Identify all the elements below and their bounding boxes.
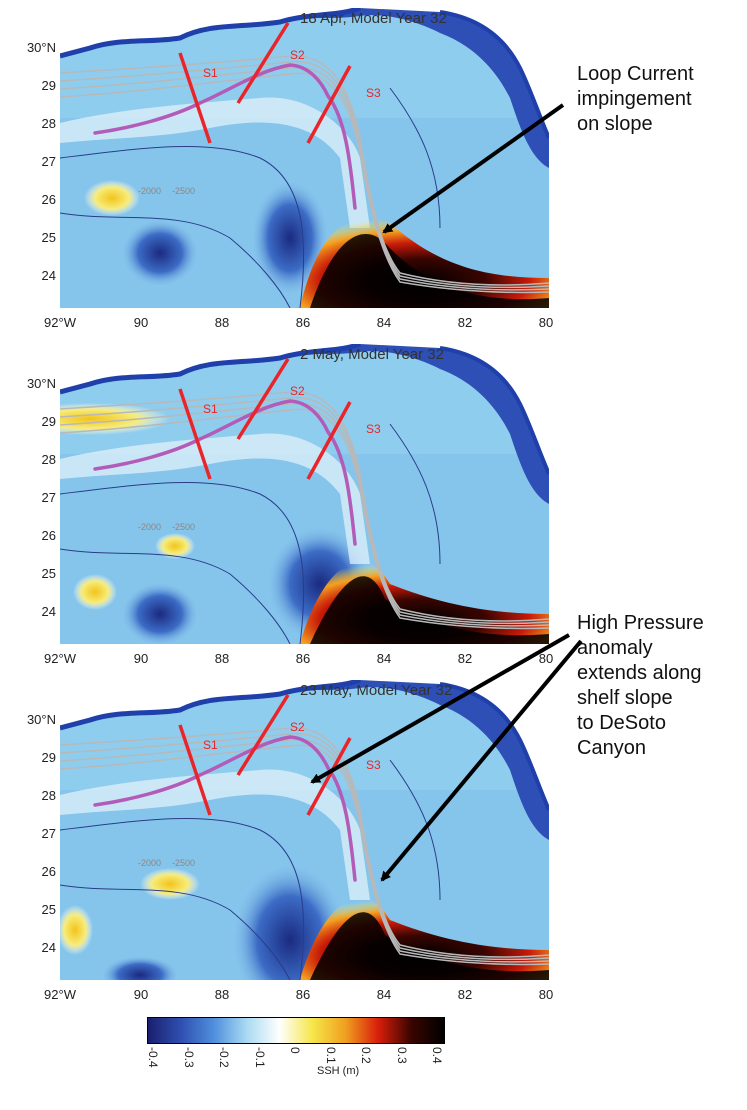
isobath-label: -2500: [172, 186, 196, 196]
colorbar-tick-label: -0.2: [217, 1047, 231, 1068]
y-tick-label: 27: [41, 490, 56, 505]
y-tick-label: 24: [41, 268, 56, 283]
section-label-s1: S1: [203, 738, 218, 752]
y-tick-label: 28: [41, 788, 56, 803]
y-tick-label: 29: [41, 414, 56, 429]
y-tick-label: 24: [41, 940, 56, 955]
annotation-loop-current: Loop Current impingement on slope: [577, 63, 694, 135]
x-tick-label: 92°W: [44, 651, 76, 666]
x-tick-label: 90: [133, 315, 149, 330]
annotation-high-pressure: High Pressure anomaly extends along shel…: [577, 612, 704, 759]
y-tick-label: 30°N: [26, 40, 56, 55]
y-tick-label: 28: [41, 116, 56, 131]
y-tick-label: 30°N: [26, 376, 56, 391]
x-tick-label: 84: [376, 315, 392, 330]
x-tick-label: 82: [457, 651, 473, 666]
panel-title: 23 May, Model Year 32: [300, 682, 453, 699]
colorbar-tick-label: -0.1: [252, 1047, 267, 1068]
y-tick-label: 25: [41, 566, 56, 581]
x-tick-label: 80: [538, 651, 554, 666]
x-tick-label: 90: [133, 651, 149, 666]
x-tick-label: 84: [376, 987, 392, 1002]
y-tick-label: 28: [41, 452, 56, 467]
y-tick-label: 24: [41, 604, 56, 619]
y-tick-label: 26: [41, 192, 56, 207]
section-label-s1: S1: [203, 402, 218, 416]
x-tick-label: 88: [214, 315, 230, 330]
isobath-label: -2500: [172, 522, 196, 532]
colorbar-label: SSH (m): [317, 1065, 360, 1077]
colorbar-tick-label: -0.3: [181, 1047, 196, 1068]
isobath-label: -2000: [138, 186, 162, 196]
x-tick-label: 84: [376, 651, 392, 666]
section-label-s3: S3: [366, 422, 381, 436]
section-label-s1: S1: [203, 66, 218, 80]
colorbar-tick-label: 0.3: [394, 1047, 409, 1064]
colorbar-tick-label: 0.2: [359, 1047, 373, 1064]
panel-title: 18 Apr, Model Year 32: [300, 10, 447, 27]
x-tick-label: 82: [457, 315, 473, 330]
y-tick-label: 27: [41, 826, 56, 841]
y-tick-label: 29: [41, 750, 56, 765]
colorbar-tick-label: 0.1: [323, 1047, 338, 1064]
isobath-label: -2000: [138, 858, 162, 868]
isobath-label: -2500: [172, 858, 196, 868]
section-label-s2: S2: [290, 384, 305, 398]
y-tick-label: 26: [41, 528, 56, 543]
x-tick-label: 92°W: [44, 315, 76, 330]
x-tick-label: 80: [538, 315, 554, 330]
x-tick-label: 80: [538, 987, 554, 1002]
colorbar-tick-label: 0: [288, 1047, 302, 1054]
x-tick-label: 86: [295, 315, 311, 330]
colorbar: [147, 1017, 445, 1044]
section-label-s3: S3: [366, 86, 381, 100]
y-tick-label: 26: [41, 864, 56, 879]
x-tick-label: 86: [295, 651, 311, 666]
x-tick-label: 86: [295, 987, 311, 1002]
isobath-label: -2000: [138, 522, 162, 532]
y-tick-label: 25: [41, 902, 56, 917]
section-label-s2: S2: [290, 720, 305, 734]
y-tick-label: 25: [41, 230, 56, 245]
section-label-s3: S3: [366, 758, 381, 772]
colorbar-tick-label: -0.4: [146, 1047, 160, 1068]
y-tick-label: 30°N: [26, 712, 56, 727]
y-tick-label: 27: [41, 154, 56, 169]
x-tick-label: 88: [214, 987, 230, 1002]
colorbar-tick-label: 0.4: [430, 1047, 444, 1064]
panel-title: 2 May, Model Year 32: [300, 346, 444, 363]
x-tick-label: 88: [214, 651, 230, 666]
x-tick-label: 90: [133, 987, 149, 1002]
y-tick-label: 29: [41, 78, 56, 93]
section-label-s2: S2: [290, 48, 305, 62]
x-tick-label: 82: [457, 987, 473, 1002]
x-tick-label: 92°W: [44, 987, 76, 1002]
